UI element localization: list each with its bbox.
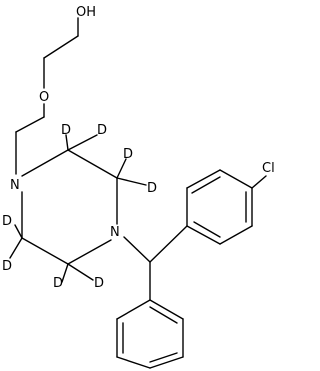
bond-ar1-b [186, 169, 221, 189]
bond-ar1-cl [251, 175, 267, 189]
atom-oh-label: OH [76, 5, 96, 20]
bond-ph-a [149, 299, 184, 320]
atom-n1-label: N [10, 178, 20, 193]
atom-d-label: D [2, 259, 12, 274]
bond-ph-c [149, 356, 184, 369]
bond-layer [9, 17, 267, 369]
bond-ph-d [116, 356, 151, 369]
bond-c3-d-top [116, 158, 127, 179]
bond-c3-d-right [116, 177, 147, 186]
atom-n2-label: N [110, 225, 120, 240]
atom-d-label: D [97, 123, 107, 138]
bond-ch-ar1 [149, 225, 188, 263]
bond-chain-1 [43, 35, 79, 59]
bond-chain-4 [15, 116, 45, 133]
label-layer: OH O N N Cl D D D D D D D D [2, 5, 275, 291]
atom-d-label: D [147, 181, 157, 196]
bond-ph-dbl-2 [149, 352, 178, 363]
bond-ring-n2-c5 [67, 239, 112, 265]
atom-d-label: D [123, 147, 133, 162]
bond-c2-d-right [67, 134, 98, 151]
bond-ar1-e [219, 225, 253, 245]
bond-c2-d-left [65, 134, 69, 151]
bond-ar1-dbl-3 [193, 221, 221, 238]
bond-c5-d-left [61, 263, 69, 283]
molecule-diagram: OH O N N Cl D D D D D D D D [2, 5, 275, 369]
bond-ar1-dbl-1 [191, 176, 221, 194]
bond-ring-c2-c3 [67, 149, 118, 179]
atom-d-label: D [94, 276, 104, 291]
atom-d-label: D [61, 123, 71, 138]
bond-c6-d-down [9, 237, 23, 259]
atom-d-label: D [53, 276, 63, 291]
bond-c6-d-left [14, 224, 23, 239]
atom-ether-o-label: O [39, 90, 49, 105]
bond-ar1-c [219, 169, 253, 189]
atom-d-label: D [2, 214, 12, 229]
bond-ar1-f [186, 225, 221, 245]
bond-ring-c5-c6 [21, 237, 69, 265]
bond-ring-n1-c2 [21, 149, 69, 177]
bond-ph-f [116, 299, 151, 320]
bond-c5-d-right [67, 263, 94, 281]
bond-ph-dbl-1 [149, 306, 178, 324]
structure-canvas: OH O N N Cl D D D D D D D D [2, 5, 275, 369]
atom-cl-label: Cl [262, 161, 275, 176]
bond-n2-ch [123, 236, 151, 263]
